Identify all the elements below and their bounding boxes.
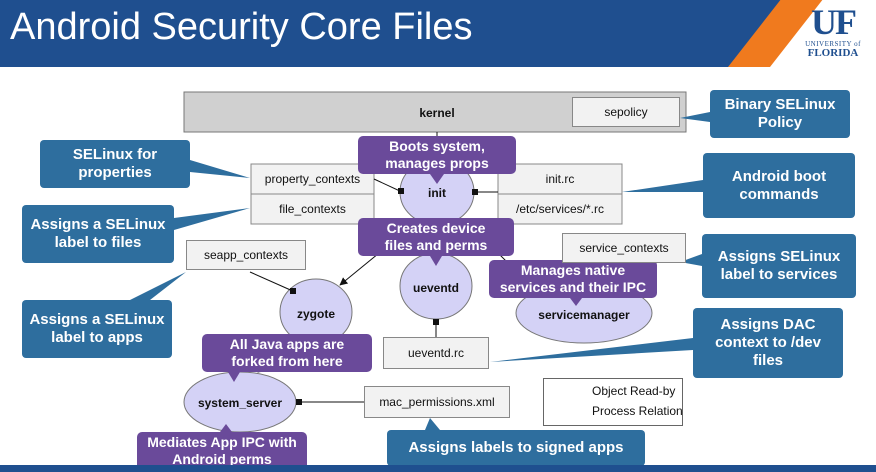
callout-boot-commands: Android boot commands <box>731 167 827 203</box>
legend: Object Read-by Process Relation <box>543 378 683 426</box>
property-contexts-file: property_contexts <box>264 172 361 186</box>
callout-label-files: Assigns a SELinux label to files <box>30 216 166 251</box>
init-rc-file: init.rc <box>545 172 575 186</box>
system-server-node: system_server <box>197 396 283 410</box>
sepolicy-file: sepolicy <box>572 97 680 127</box>
kernel-label: kernel <box>419 106 455 120</box>
legend-read-by: Object Read-by <box>592 384 676 398</box>
ueventd-rc-file: ueventd.rc <box>383 337 489 369</box>
note-shapes <box>137 136 657 470</box>
uf-logo-university: UNIVERSITY of <box>805 40 861 48</box>
callout-selinux-properties: SELinux for properties <box>72 146 158 181</box>
servicemanager-node: servicemanager <box>538 308 630 322</box>
note-app-ipc: Mediates App IPC with Android perms <box>147 434 297 467</box>
mac-permissions-file: mac_permissions.xml <box>364 386 510 418</box>
etc-services-rc-file: /etc/services/*.rc <box>515 202 605 216</box>
seapp-contexts-file: seapp_contexts <box>186 240 306 270</box>
file-contexts-file: file_contexts <box>279 202 346 216</box>
slide-title: Android Security Core Files <box>10 6 473 48</box>
callout-label-apps: Assigns a SELinux label to apps <box>29 311 165 346</box>
callout-label-services: Assigns SELinux label to services <box>717 248 841 283</box>
init-node: init <box>428 186 446 200</box>
zygote-node: zygote <box>296 307 335 321</box>
service-contexts-file: service_contexts <box>562 233 686 263</box>
ueventd-node: ueventd <box>412 281 459 295</box>
slide-footer-bar <box>0 465 876 472</box>
callout-shapes <box>22 90 856 466</box>
note-native-services: Manages native services and their IPC <box>499 262 647 295</box>
callout-signed-apps: Assigns labels to signed apps <box>408 439 624 456</box>
uf-logo-letters: UF <box>811 2 857 42</box>
note-java-apps: All Java apps are forked from here <box>229 336 345 369</box>
legend-process-relation: Process Relation <box>592 404 683 418</box>
note-boots-system: Boots system, manages props <box>385 138 489 171</box>
callout-binary-policy: Binary SELinux Policy <box>724 96 836 131</box>
callout-dac-context: Assigns DAC context to /dev files <box>715 316 821 369</box>
slide-header: Android Security Core Files UF UNIVERSIT… <box>0 0 876 67</box>
uf-logo-florida: FLORIDA <box>807 47 859 59</box>
uf-logo: UF UNIVERSITY of FLORIDA <box>800 4 866 59</box>
note-device-files: Creates device files and perms <box>384 220 488 253</box>
